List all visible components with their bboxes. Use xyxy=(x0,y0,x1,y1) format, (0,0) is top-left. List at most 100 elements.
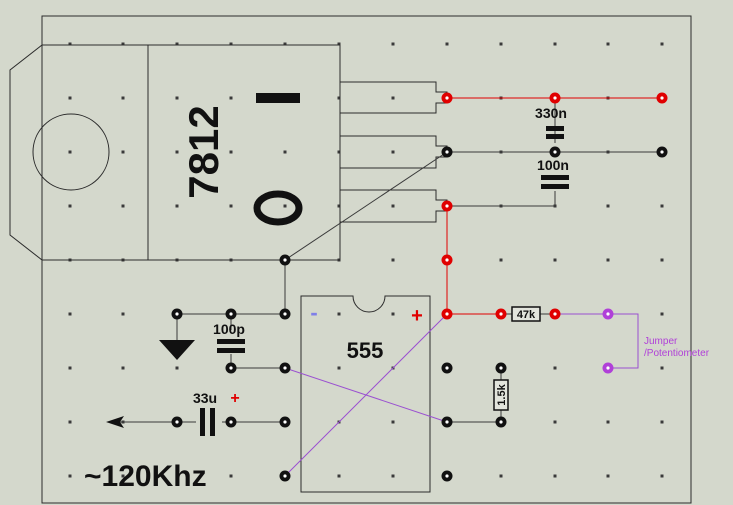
grid-dot xyxy=(499,474,503,478)
grid-dot xyxy=(553,474,557,478)
ic-555[interactable] xyxy=(300,295,431,493)
grid-dot xyxy=(175,474,179,478)
grid-dot xyxy=(121,96,125,100)
grid-dot xyxy=(660,366,664,370)
grid-dot xyxy=(499,42,503,46)
ic-plus-mark: + xyxy=(411,305,423,327)
grid-dot xyxy=(660,204,664,208)
grid-dot xyxy=(553,258,557,262)
grid-dot xyxy=(229,204,233,208)
regulator-mounting-hole xyxy=(32,113,110,191)
capacitor-330n[interactable] xyxy=(546,126,564,139)
grid-dot xyxy=(121,474,125,478)
capacitor-100n[interactable] xyxy=(541,175,569,189)
connection-node-center xyxy=(229,420,233,424)
connection-node-center xyxy=(229,366,233,370)
grid-dot xyxy=(337,312,341,316)
regulator-bar-marking xyxy=(256,93,300,103)
regulator-label: 7812 xyxy=(180,105,227,198)
grid-dot xyxy=(391,258,395,262)
connection-node-center xyxy=(445,258,449,262)
grid-dot xyxy=(121,312,125,316)
connection-node-center xyxy=(553,150,557,154)
connection-node-center xyxy=(499,420,503,424)
grid-dot xyxy=(606,258,610,262)
grid-dot xyxy=(121,366,125,370)
jumper-label: Jumper xyxy=(644,336,678,347)
grid-dot xyxy=(391,150,395,154)
nodes xyxy=(171,92,668,482)
grid-dot xyxy=(283,42,287,46)
grid-dot xyxy=(337,42,341,46)
purple-wires xyxy=(284,313,639,477)
grid-dot xyxy=(553,42,557,46)
ground-icon xyxy=(159,340,195,360)
grid-dot xyxy=(606,474,610,478)
grid-dot xyxy=(68,204,72,208)
connection-node-center xyxy=(283,312,287,316)
connection-node-center xyxy=(553,96,557,100)
connection-node-center xyxy=(283,420,287,424)
grid-dot xyxy=(175,150,179,154)
connection-node-center xyxy=(283,474,287,478)
connection-node-center xyxy=(283,258,287,262)
grid-dot xyxy=(283,150,287,154)
grid-dot xyxy=(121,42,125,46)
grid-dot xyxy=(229,150,233,154)
connection-node-center xyxy=(229,312,233,316)
grid-dot xyxy=(606,204,610,208)
grid-dot xyxy=(68,366,72,370)
grid-dot xyxy=(553,420,557,424)
grid-dot xyxy=(175,96,179,100)
grid-dot xyxy=(337,96,341,100)
grid-dot xyxy=(121,204,125,208)
connection-node-center xyxy=(445,312,449,316)
capacitor-100p[interactable] xyxy=(217,339,245,353)
grid-dot xyxy=(229,42,233,46)
cap-100n-label: 100n xyxy=(537,157,569,173)
grid-dot xyxy=(606,42,610,46)
grid-dot xyxy=(283,204,287,208)
grid-dot xyxy=(68,96,72,100)
connection-node-center xyxy=(499,366,503,370)
grid-dot xyxy=(391,474,395,478)
grid-dot xyxy=(68,150,72,154)
resistor-47k[interactable]: 47k xyxy=(511,306,541,322)
grid-dot xyxy=(337,474,341,478)
grid-dot xyxy=(606,420,610,424)
grid-dot xyxy=(229,474,233,478)
grid-dot xyxy=(68,312,72,316)
voltage-regulator-7812[interactable] xyxy=(32,44,448,261)
frequency-label: ~120Khz xyxy=(84,460,207,493)
cap-33u-label: 33u xyxy=(193,390,217,406)
connection-node-center xyxy=(445,474,449,478)
connection-node-center xyxy=(175,312,179,316)
regulator-o-marking xyxy=(253,190,303,226)
grid-dot xyxy=(391,204,395,208)
grid-dot xyxy=(121,150,125,154)
grid-dot xyxy=(391,420,395,424)
grid-dot xyxy=(337,366,341,370)
cap-33u-polarity: + xyxy=(230,390,239,407)
cap-100p-label: 100p xyxy=(213,321,245,337)
capacitor-33u[interactable] xyxy=(200,408,215,436)
grid-dot xyxy=(499,258,503,262)
resistor-47k-label: 47k xyxy=(517,309,536,321)
grid-dot xyxy=(175,204,179,208)
grid-dot xyxy=(391,42,395,46)
connection-node-center xyxy=(553,312,557,316)
grid-dot xyxy=(445,42,449,46)
potentiometer-label: /Potentiometer xyxy=(644,348,710,359)
grid-dot xyxy=(391,96,395,100)
output-arrow-icon xyxy=(106,416,124,428)
grid-dot xyxy=(391,312,395,316)
cap-330n-label: 330n xyxy=(535,105,567,121)
connection-node-center xyxy=(445,366,449,370)
grid-dot xyxy=(68,42,72,46)
grid-dot xyxy=(337,204,341,208)
grid-dot xyxy=(175,42,179,46)
ic-label: 555 xyxy=(347,338,384,363)
ic-minus-mark: - xyxy=(310,300,317,325)
resistor-1-5k[interactable]: 1.5k xyxy=(493,379,509,411)
